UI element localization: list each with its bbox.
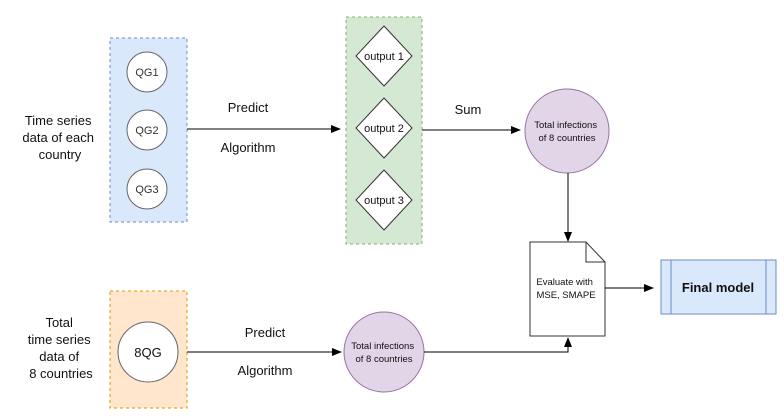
svg-text:QG1: QG1 xyxy=(135,67,158,79)
output-1-node: output 1 xyxy=(355,25,413,87)
bottom-predict-label: Predict xyxy=(245,325,286,340)
svg-text:QG3: QG3 xyxy=(135,184,158,196)
bottom-algorithm-label: Algorithm xyxy=(238,363,293,378)
svg-text:Total infections of 8 co: Total infections of 8 countries xyxy=(351,341,416,365)
svg-text:Total infections of 8 co: Total infections of 8 countries xyxy=(534,120,599,144)
qg3-node: QG3 xyxy=(126,168,168,210)
output-3-node: output 3 xyxy=(355,169,413,231)
svg-text:QG2: QG2 xyxy=(135,125,158,137)
final-model-node: Final model xyxy=(660,259,777,315)
svg-text:output 3: output 3 xyxy=(364,195,404,207)
top-total-infections-node: Total infections of 8 countries xyxy=(524,88,610,174)
bottom-total-infections-node: Total infections of 8 countries xyxy=(343,311,425,393)
qg2-node: QG2 xyxy=(126,109,168,151)
8qg-node: 8QG xyxy=(117,321,179,383)
bottom-input-label: Total time series data of 8 countries xyxy=(28,315,94,381)
top-algorithm-label: Algorithm xyxy=(221,140,276,155)
output-2-node: output 2 xyxy=(355,97,413,159)
top-input-label: Time series data of each country xyxy=(22,113,97,162)
svg-text:8QG: 8QG xyxy=(134,345,161,360)
qg1-node: QG1 xyxy=(126,51,168,93)
top-predict-label: Predict xyxy=(228,100,269,115)
svg-text:output 1: output 1 xyxy=(364,51,404,63)
evaluate-document-node: Evaluate with MSE, SMAPE xyxy=(529,241,606,337)
svg-text:Final model: Final model xyxy=(682,280,754,295)
svg-text:Evaluate with MSE, SMAPE: Evaluate with MSE, SMAPE xyxy=(536,277,595,301)
bottom-total-to-evaluate-arrow xyxy=(424,337,572,353)
sum-label: Sum xyxy=(455,102,482,117)
svg-text:output 2: output 2 xyxy=(364,123,404,135)
